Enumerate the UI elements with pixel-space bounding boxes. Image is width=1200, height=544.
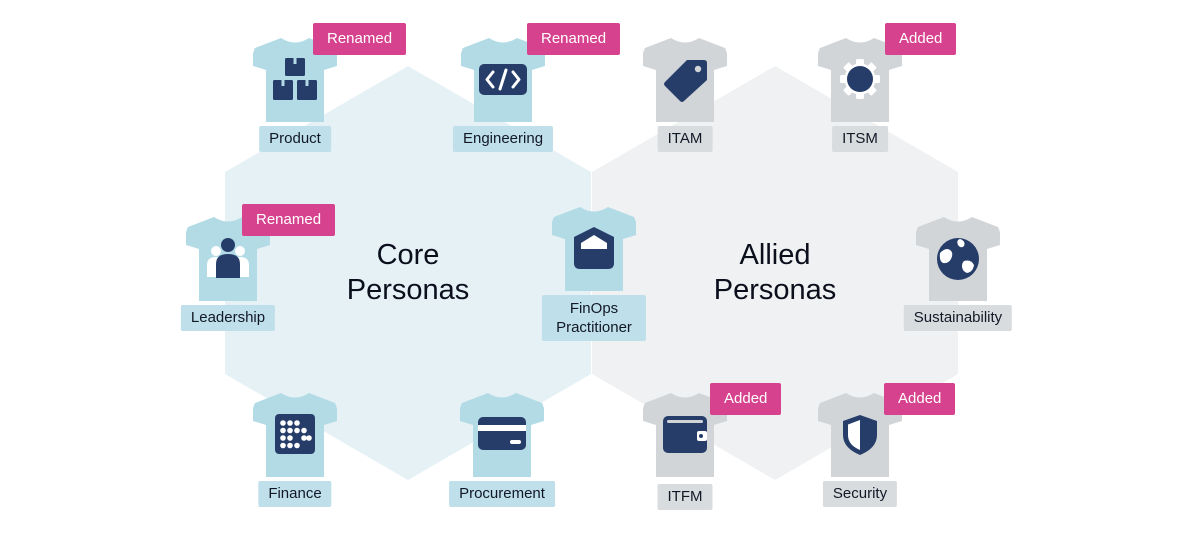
itfm-label: ITFM (657, 484, 713, 510)
security-label: Security (822, 481, 898, 507)
finops-shirt (552, 207, 636, 291)
itam-label: ITAM (657, 126, 713, 152)
security-added-badge: Added (884, 383, 956, 415)
shield-icon (843, 415, 877, 455)
finops-icon (574, 227, 614, 269)
engineering-label: Engineering (452, 126, 554, 152)
allied-title-line1: Allied (739, 239, 811, 271)
price-tag-icon (664, 60, 707, 102)
product-label: Product (259, 126, 331, 152)
sustainability-label: Sustainability (903, 305, 1013, 331)
procurement-shirt (460, 393, 544, 477)
code-icon (479, 64, 527, 95)
finops-label-line1: FinOps (569, 300, 619, 317)
leadership-shirt (186, 217, 270, 301)
allied-personas-title: Allied Personas (665, 238, 885, 308)
boxes-icon (273, 58, 317, 100)
abacus-icon (275, 414, 315, 454)
leadership-label: Leadership (180, 305, 276, 331)
people-icon (207, 238, 249, 278)
product-shirt (253, 38, 337, 122)
core-personas-title: Core Personas (298, 238, 518, 308)
security-shirt (818, 393, 902, 477)
finance-shirt (253, 393, 337, 477)
core-title-line1: Core (376, 239, 440, 271)
finance-label: Finance (258, 481, 332, 507)
itfm-added-badge: Added (710, 383, 782, 415)
finops-label: FinOps Practitioner (542, 295, 646, 341)
core-title-line2: Personas (346, 274, 470, 306)
itsm-label: ITSM (832, 126, 888, 152)
allied-personas-hexagon (592, 66, 958, 480)
gear-icon (840, 59, 880, 99)
engineering-shirt (461, 38, 545, 122)
wallet-icon (663, 416, 707, 453)
product-renamed-badge: Renamed (313, 23, 407, 55)
itam-shirt (643, 38, 727, 122)
finops-label-line2: Practitioner (556, 319, 632, 336)
itsm-added-badge: Added (885, 23, 957, 55)
sustainability-shirt (916, 217, 1000, 301)
itfm-shirt (643, 393, 727, 477)
procurement-label: Procurement (449, 481, 555, 507)
core-personas-hexagon (225, 66, 591, 480)
leadership-renamed-badge: Renamed (242, 204, 336, 236)
allied-title-line2: Personas (713, 274, 837, 306)
globe-icon (937, 238, 979, 280)
engineering-renamed-badge: Renamed (527, 23, 621, 55)
itsm-shirt (818, 38, 902, 122)
credit-card-icon (478, 417, 526, 450)
